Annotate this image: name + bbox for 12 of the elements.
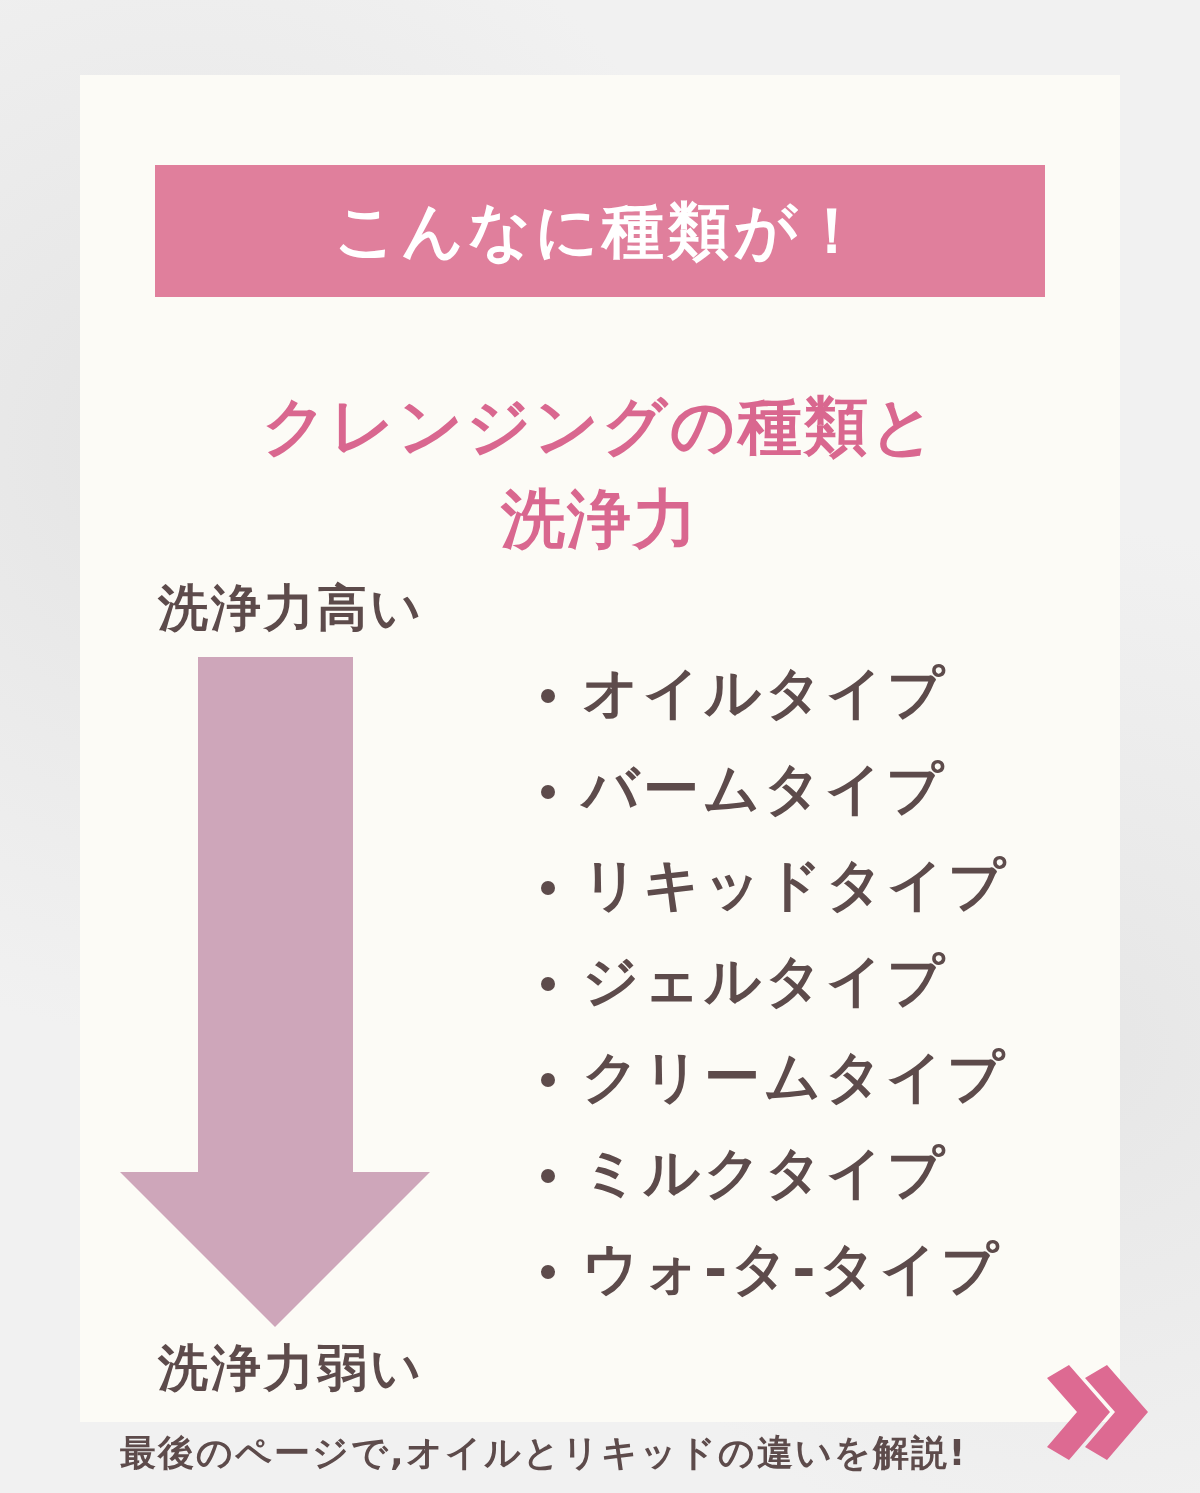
list-item: クリームタイプ (582, 1045, 1008, 1110)
list-item: ウォ-タ-タイプ (582, 1237, 1003, 1302)
list-item: ミルクタイプ (582, 1141, 948, 1206)
footer-note: 最後のページで,オイルとリキッドの違いを解説! (120, 1432, 968, 1474)
subtitle: クレンジングの種類と洗浄力 (261, 388, 939, 558)
title-banner: こんなに種類が！ (155, 165, 1045, 297)
list-item: バームタイプ (582, 757, 947, 822)
list-item: オイルタイプ (582, 661, 948, 726)
list-item: リキッドタイプ (582, 853, 1009, 918)
scale-label: 洗浄力高い (158, 580, 424, 638)
scale-label: 洗浄力弱い (158, 1340, 424, 1398)
list-item: ジェルタイプ (582, 949, 948, 1014)
